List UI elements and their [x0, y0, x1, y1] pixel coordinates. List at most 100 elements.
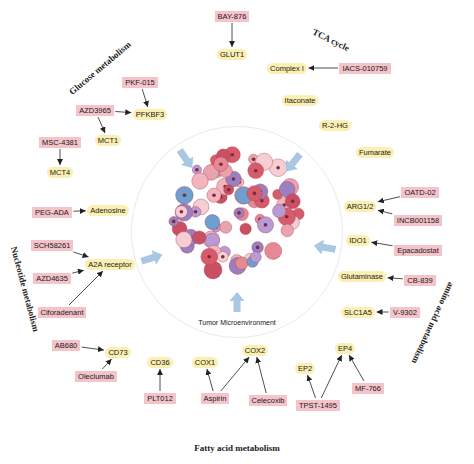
center-disc	[131, 126, 343, 338]
sector-title: Glucose metabolism	[67, 39, 133, 96]
drug-box: PEG-ADA	[32, 207, 72, 218]
node-label: ARG1/2	[347, 202, 374, 211]
drug-box: Epacadostat	[394, 245, 442, 256]
drug-arrow	[102, 359, 111, 369]
cell-nucleus	[256, 246, 260, 250]
cell-nucleus	[237, 211, 241, 215]
drug-arrow	[257, 357, 266, 393]
node-label: Fumarate	[359, 148, 391, 157]
drug-box: MSC-4381	[39, 137, 81, 148]
node-label: CD73	[108, 348, 127, 357]
drug-box: INCB001158	[394, 215, 442, 226]
target-box: MCT4	[47, 167, 73, 178]
node-label: V-9302	[393, 308, 417, 317]
tumor-cell	[193, 231, 206, 244]
node-label: MF-766	[355, 384, 381, 393]
cell-nucleus	[212, 193, 216, 197]
drug-arrow	[388, 278, 403, 279]
center-label: Tumor Microenvironment	[198, 319, 276, 326]
node-label: TPST-1495	[299, 401, 337, 410]
drug-arrow	[73, 210, 85, 211]
node-label: Nucleotide metabolism	[8, 245, 40, 332]
drug-box: IACS-010759	[339, 63, 390, 74]
node-label: A2A receptor	[88, 260, 131, 269]
tumor-cell	[234, 208, 244, 218]
tumor-cell	[273, 204, 286, 217]
drug-arrow	[232, 23, 233, 47]
cell-nucleus	[285, 215, 289, 219]
drug-arrow	[308, 375, 316, 398]
tumor-cell	[247, 186, 262, 201]
sector-wedge	[12, 2, 269, 210]
cell-nucleus	[195, 168, 199, 172]
drug-box: PKF-015	[122, 77, 158, 88]
target-box: A2A receptor	[85, 259, 134, 270]
target-box: MCT1	[95, 135, 121, 146]
tumor-cell	[201, 248, 218, 265]
node-label: Fatty acid metabolism	[194, 443, 280, 453]
tumor-cell	[169, 217, 179, 227]
drug-arrow	[378, 197, 400, 202]
tumor-cell	[176, 186, 194, 204]
node-label: COX2	[245, 346, 265, 355]
drug-box: AZD4635	[33, 273, 71, 284]
sector-wedge	[252, 4, 453, 196]
cell-nucleus	[207, 255, 211, 259]
target-box: SLC1A5	[341, 307, 375, 318]
sector-title: Nucleotide metabolism	[8, 245, 40, 332]
drug-arrow	[82, 347, 104, 350]
drug-arrow	[221, 357, 249, 391]
target-box: ARG1/2	[344, 201, 377, 212]
node-label: Aspirin	[204, 394, 227, 403]
target-box: EP4	[335, 343, 355, 354]
node-label: CD36	[150, 358, 169, 367]
cell-nucleus	[183, 193, 187, 197]
sector-title: Fatty acid metabolism	[194, 443, 280, 453]
node-label: IDO1	[349, 236, 367, 245]
node-label: MSC-4381	[42, 138, 78, 147]
node-label: Celecoxib	[252, 396, 285, 405]
tumor-cells	[169, 147, 304, 279]
drug-arrow	[69, 271, 103, 305]
drug-arrow	[60, 149, 61, 165]
drug-arrow	[98, 117, 105, 133]
node-label: PFKBF3	[136, 110, 164, 119]
tumor-cell	[176, 232, 192, 248]
tumor-cell	[248, 163, 264, 179]
drug-arrow	[349, 355, 364, 381]
node-label: Epacadostat	[397, 246, 439, 255]
node-label: PEG-ADA	[35, 208, 69, 217]
node-label: PLT012	[147, 394, 173, 403]
drug-arrow	[142, 89, 148, 107]
drug-arrow	[308, 68, 338, 69]
drug-box: Celecoxib	[249, 395, 288, 406]
drug-box: TPST-1495	[296, 400, 340, 411]
node-label: GLUT1	[220, 50, 244, 59]
drug-box: SCH58261	[31, 240, 74, 251]
tumor-cell	[252, 242, 264, 254]
tumor-cell	[217, 251, 228, 262]
circle-outline	[131, 126, 343, 338]
flow-arrow	[177, 148, 193, 168]
cell-nucleus	[194, 210, 198, 214]
node-label: Tumor Microenvironment	[198, 319, 276, 326]
drug-arrow	[377, 312, 389, 313]
node-label: INCB001158	[397, 216, 439, 225]
target-box: COX1	[192, 357, 218, 368]
tumor-cell	[265, 242, 282, 259]
target-box: Itaconate	[282, 95, 319, 106]
cell-nucleus	[254, 169, 258, 173]
flow-arrow	[230, 292, 245, 312]
drug-box: Ciforadenant	[38, 307, 87, 318]
node-label: EP4	[338, 344, 352, 353]
node-label: Complex I	[270, 64, 304, 73]
target-box: R-2-HG	[319, 120, 351, 131]
target-box: CD73	[105, 347, 130, 358]
cell-nucleus	[276, 166, 280, 170]
